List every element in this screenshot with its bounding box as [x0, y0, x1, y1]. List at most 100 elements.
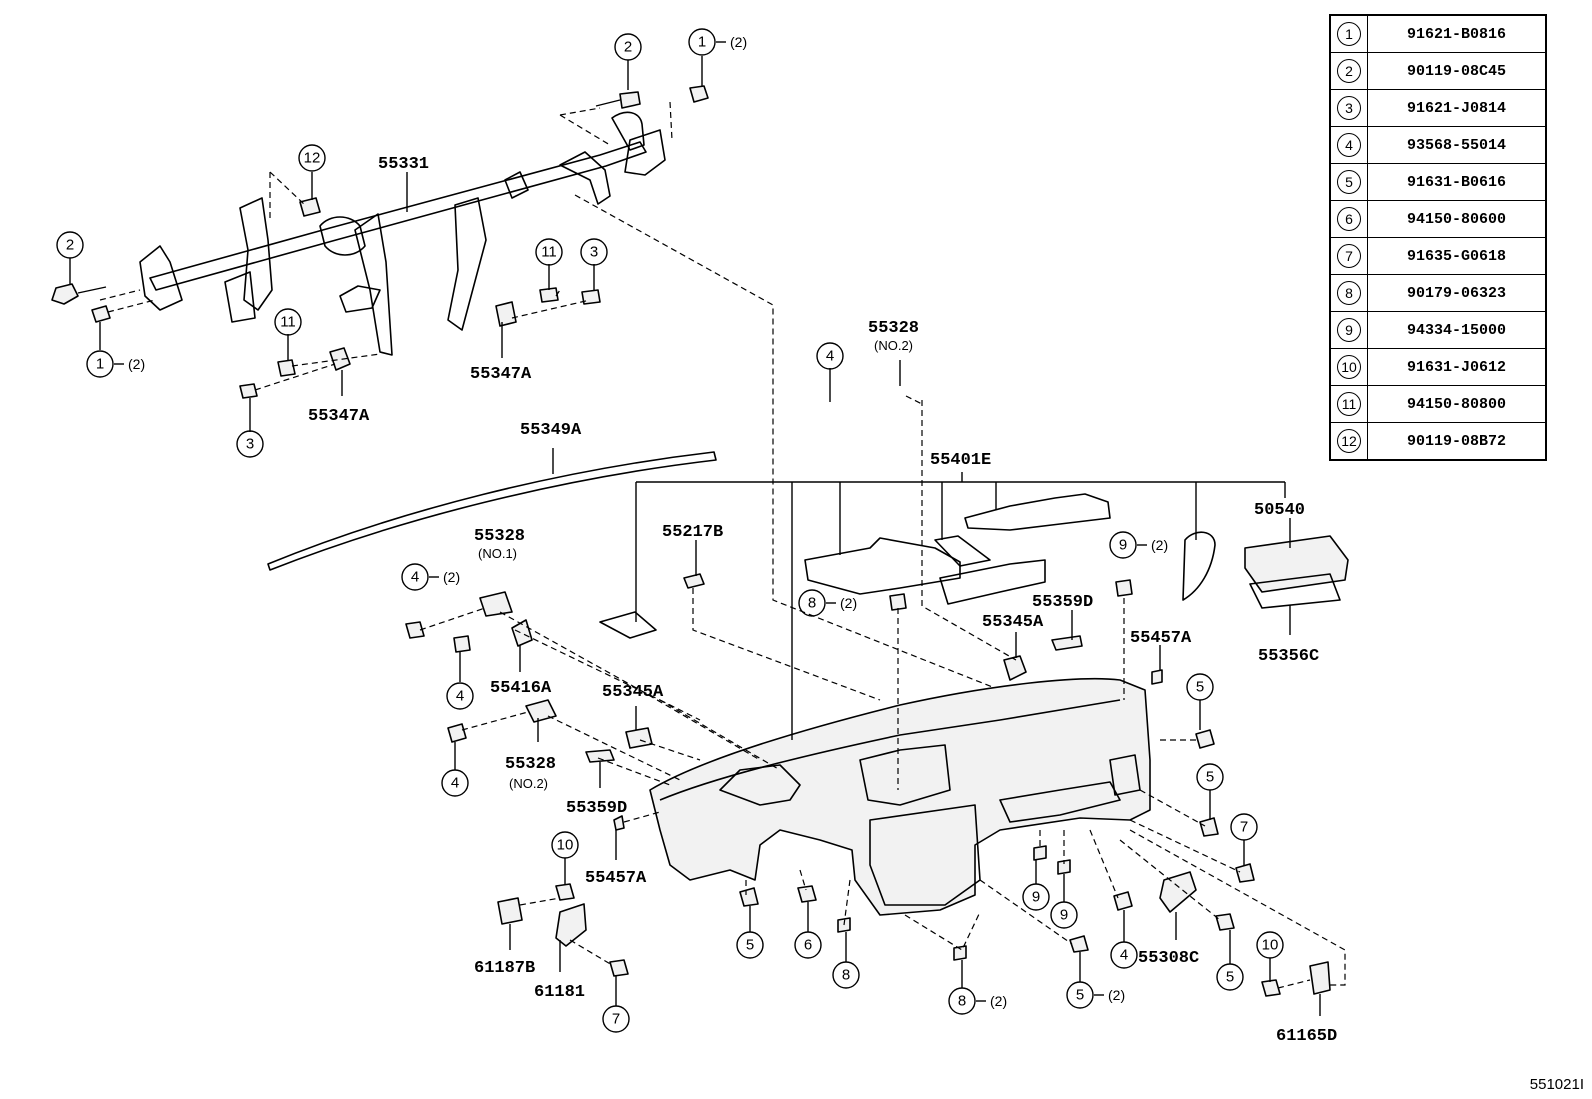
callout-number: 1 — [96, 356, 104, 373]
ref-part-number: 91621-B0816 — [1367, 14, 1547, 53]
callout-number: 12 — [304, 150, 321, 167]
beam-dash-leaders — [99, 101, 1001, 691]
ref-part-number: 90179-06323 — [1367, 274, 1547, 312]
ref-part-number: 90119-08C45 — [1367, 52, 1547, 90]
callout-number: 7 — [612, 1011, 620, 1028]
part-label: 55345A — [602, 683, 664, 702]
part-label: 55457A — [585, 869, 647, 888]
ref-key: 3 — [1337, 96, 1361, 120]
ref-part-number: 93568-55014 — [1367, 126, 1547, 164]
callouts: 1 2 2 12 1 11 3 11 3 4 4 4 4 8 9 5 5 7 1… — [56, 28, 1284, 1033]
part-label: 55359D — [1032, 593, 1093, 612]
group-bracket — [635, 472, 1286, 740]
ref-part-number: 91621-J0814 — [1367, 89, 1547, 127]
ref-part-number: 90119-08B72 — [1367, 422, 1547, 461]
callout-number: 4 — [411, 569, 419, 586]
instrument-panel — [649, 677, 1151, 916]
ref-key: 10 — [1337, 355, 1361, 379]
reinforcement-beam — [139, 111, 666, 356]
part-label: 55347A — [308, 407, 370, 426]
ref-part-number: 91635-G0618 — [1367, 237, 1547, 275]
callout-number: 2 — [624, 39, 632, 56]
panel-dash-leaders — [419, 395, 1346, 989]
part-label: 55345A — [982, 613, 1044, 632]
ref-part-number: 91631-J0612 — [1367, 348, 1547, 386]
part-label: 55328 — [505, 755, 556, 774]
part-label: 55349A — [520, 421, 582, 440]
callout-number: 4 — [451, 775, 459, 792]
part-label: 55328 — [868, 319, 919, 338]
part-labels: 55331 55347A 55347A 55349A 55328 (NO.2) … — [308, 155, 1337, 1046]
ref-key: 5 — [1337, 170, 1361, 194]
qty-note: (2) — [730, 34, 747, 50]
callout-number: 5 — [1206, 769, 1214, 786]
callout-number: 1 — [698, 34, 706, 51]
ref-key: 9 — [1337, 318, 1361, 342]
part-label-note: (NO.1) — [478, 546, 517, 561]
callout-number: 8 — [958, 993, 966, 1010]
part-label: 55308C — [1138, 949, 1199, 968]
ref-key: 1 — [1337, 22, 1361, 46]
callout-number: 11 — [541, 244, 557, 261]
callout-number: 2 — [66, 237, 74, 254]
label-leaders — [69, 56, 1321, 1016]
part-label: 61165D — [1276, 1027, 1337, 1046]
callout-number: 4 — [826, 348, 834, 365]
part-label: 61181 — [534, 983, 585, 1002]
part-label: 55347A — [470, 365, 532, 384]
part-label-note: (NO.2) — [874, 338, 913, 353]
ref-key: 8 — [1337, 281, 1361, 305]
callout-number: 4 — [1120, 947, 1128, 964]
qty-note: (2) — [1108, 987, 1125, 1003]
callout-number: 5 — [1076, 987, 1084, 1004]
callout-number: 4 — [456, 688, 464, 705]
callout-number: 8 — [808, 595, 816, 612]
qty-note: (2) — [128, 356, 145, 372]
callout-number: 5 — [1226, 969, 1234, 986]
qty-note: (2) — [443, 569, 460, 585]
ref-key: 11 — [1337, 392, 1361, 416]
ref-key: 7 — [1337, 244, 1361, 268]
callout-number: 5 — [746, 937, 754, 954]
ref-key: 2 — [1337, 59, 1361, 83]
qty-note: (2) — [1151, 537, 1168, 553]
callout-number: 11 — [280, 314, 296, 331]
part-label: 55359D — [566, 799, 627, 818]
part-label-note: (NO.2) — [509, 776, 548, 791]
qty-note: (2) — [990, 993, 1007, 1009]
callout-number: 9 — [1060, 907, 1068, 924]
beam-fasteners — [51, 85, 709, 399]
part-label: 55356C — [1258, 647, 1319, 666]
insulator-pads — [599, 493, 1216, 639]
callout-number: 3 — [590, 244, 598, 261]
drawing-code: 551021I — [1529, 1076, 1584, 1093]
ref-part-number: 94334-15000 — [1367, 311, 1547, 349]
callout-number: 10 — [557, 837, 574, 854]
part-label: 55217B — [662, 523, 723, 542]
callout-number: 6 — [804, 937, 812, 954]
part-label: 55328 — [474, 527, 525, 546]
part-label: 55416A — [490, 679, 552, 698]
qty-note: (2) — [840, 595, 857, 611]
ref-part-number: 91631-B0616 — [1367, 163, 1547, 201]
part-label: 61187B — [474, 959, 535, 978]
ref-key: 12 — [1337, 429, 1361, 453]
ref-key: 4 — [1337, 133, 1361, 157]
molding-strip — [267, 451, 717, 571]
part-label: 55401E — [930, 451, 991, 470]
callout-number: 7 — [1240, 819, 1248, 836]
quantity-notes: (2) (2) (2) (2) (2) (2) (2) — [114, 34, 1168, 1009]
ref-part-number: 94150-80800 — [1367, 385, 1547, 423]
